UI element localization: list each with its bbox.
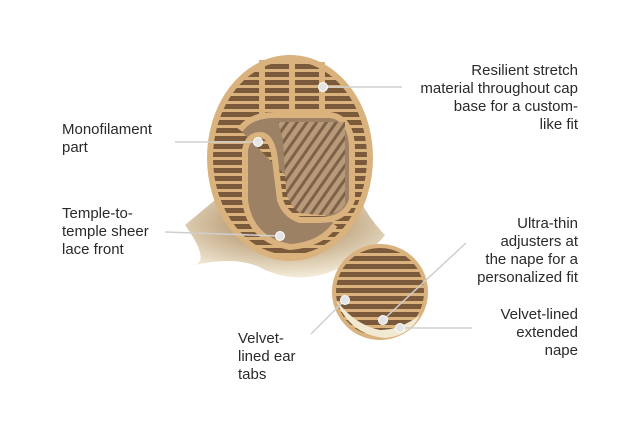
- label-lace-front: Temple-to- temple sheer lace front: [62, 205, 149, 258]
- callout-dots: [253, 82, 405, 333]
- leader-lines: [164, 86, 472, 335]
- label-monofilament-part: Monofilament part: [62, 121, 153, 156]
- label-adjusters: Ultra-thin adjusters at the nape for a p…: [477, 215, 578, 286]
- main-wig-cap: [185, 55, 385, 278]
- label-ear-tabs: Velvet- lined ear tabs: [238, 330, 296, 383]
- label-extended-nape: Velvet-lined extended nape: [500, 306, 578, 359]
- label-stretch-material: Resilient stretch material throughout ca…: [420, 62, 578, 133]
